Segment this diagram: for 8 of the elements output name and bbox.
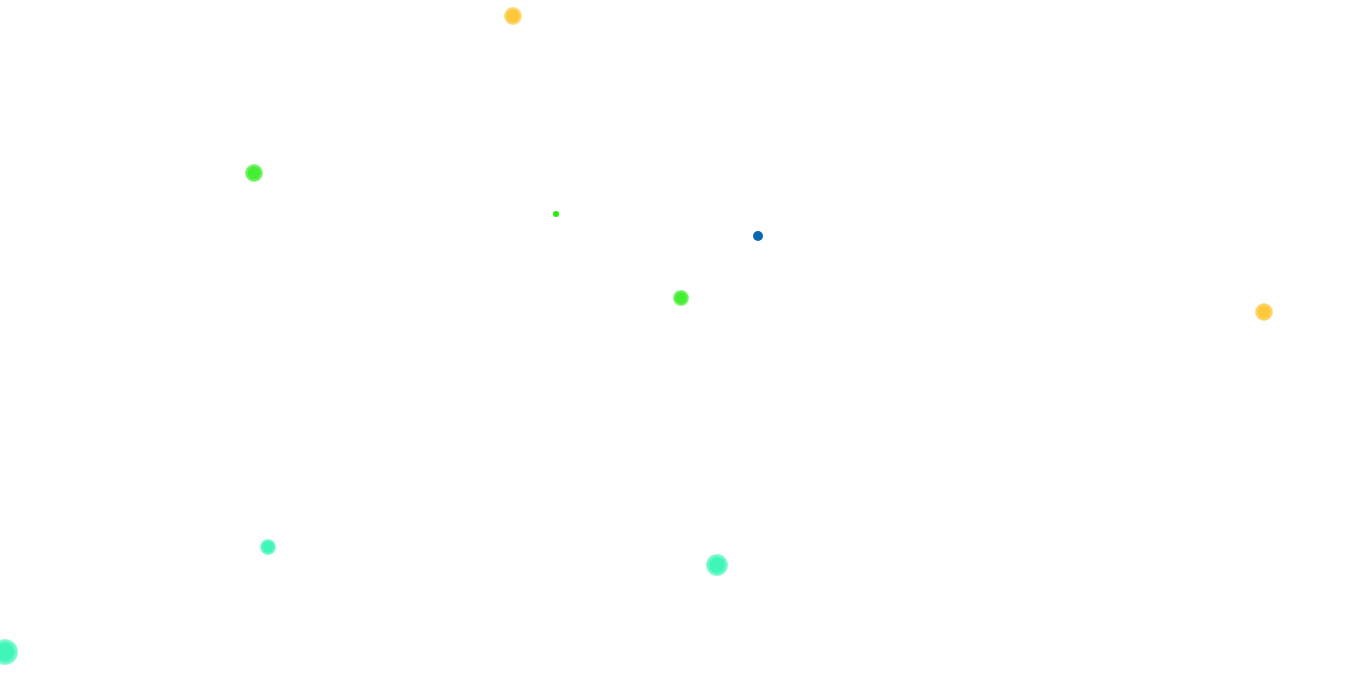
dot (1255, 303, 1273, 321)
dot (260, 539, 276, 555)
dot (673, 290, 689, 306)
dot (706, 554, 728, 576)
dot (753, 231, 763, 241)
dot (553, 211, 559, 217)
dot (504, 7, 522, 25)
dot (245, 164, 263, 182)
